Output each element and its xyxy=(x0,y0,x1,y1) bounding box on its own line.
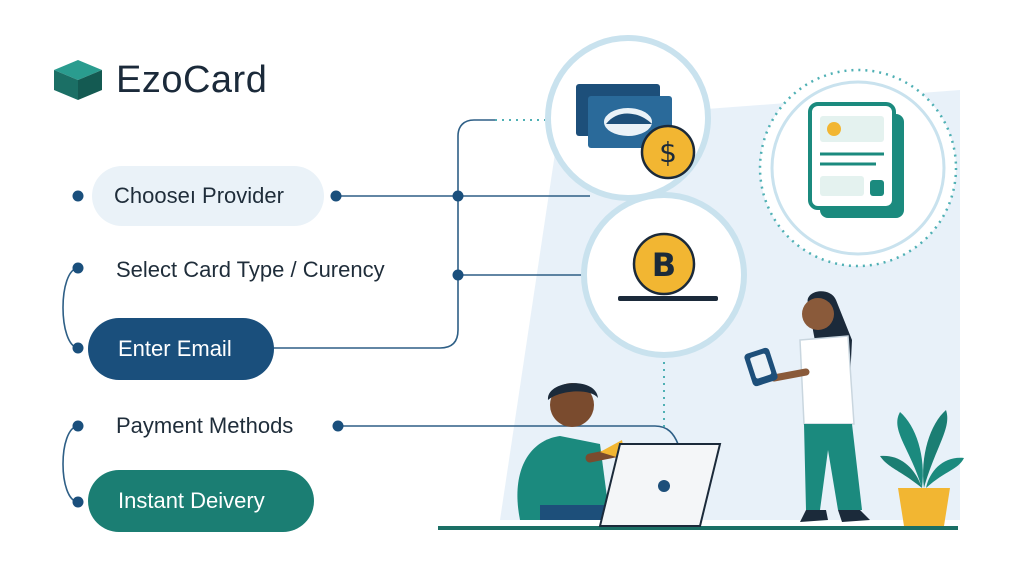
floor-line xyxy=(438,526,958,530)
cube-icon xyxy=(54,60,102,100)
step-label: Chooseı Provider xyxy=(114,183,284,208)
connector-dots xyxy=(330,190,464,432)
step-instant-delivery[interactable]: Instant Deivery xyxy=(88,470,314,532)
brand: EzoCard xyxy=(52,58,267,102)
step-label: Select Card Type / Curency xyxy=(116,257,385,282)
gift-card-document-icon xyxy=(758,68,958,268)
step-enter-email[interactable]: Enter Email xyxy=(88,318,274,380)
left-rail xyxy=(62,267,79,503)
step-choose-provider[interactable]: Chooseı Provider xyxy=(92,166,324,226)
person-with-phone xyxy=(744,291,870,522)
step-select-card-type[interactable]: Select Card Type / Curency xyxy=(116,254,385,286)
person-with-laptop xyxy=(517,383,722,527)
bitcoin-icon: B xyxy=(581,192,747,358)
brand-name: EzoCard xyxy=(116,58,268,101)
step-label: Enter Email xyxy=(118,336,232,361)
dotted-links xyxy=(495,119,665,430)
step-label: Payment Methods xyxy=(116,413,294,438)
cash-and-coin-icon: $ xyxy=(545,35,711,201)
potted-plant xyxy=(880,410,964,526)
step-label: Instant Deivery xyxy=(118,488,265,513)
left-bullets xyxy=(72,190,84,508)
svg-text:$: $ xyxy=(659,136,677,169)
svg-text:B: B xyxy=(652,246,676,284)
step-payment-methods[interactable]: Payment Methods xyxy=(116,410,293,442)
